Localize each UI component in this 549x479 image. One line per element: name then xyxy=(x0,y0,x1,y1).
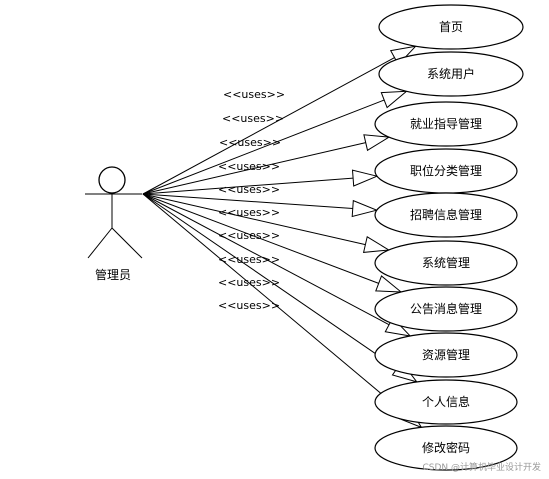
arrowhead xyxy=(351,199,379,218)
use-case-label: 修改密码 xyxy=(422,440,470,455)
association-line xyxy=(142,177,354,195)
uses-label: <<uses>> xyxy=(223,88,285,101)
connections xyxy=(142,45,423,429)
arrowhead xyxy=(380,90,409,109)
association-line xyxy=(142,193,390,326)
association-line xyxy=(142,99,385,195)
use-case-ellipse xyxy=(378,51,524,97)
use-case-label: 系统管理 xyxy=(422,255,470,270)
arrowhead xyxy=(362,236,391,253)
use-case-label: 就业指导管理 xyxy=(410,116,482,131)
uses-label: <<uses>> xyxy=(218,253,280,266)
use-case-ellipse xyxy=(378,4,524,50)
use-case-ellipse xyxy=(374,286,518,332)
actor-right-leg xyxy=(111,227,143,259)
use-case-ellipse xyxy=(374,101,518,147)
uses-label: <<uses>> xyxy=(222,112,284,125)
uses-label: <<uses>> xyxy=(218,206,280,219)
uses-label: <<uses>> xyxy=(218,229,280,242)
use-case-label: 资源管理 xyxy=(422,347,470,362)
actor-left-leg xyxy=(87,227,113,259)
use-case-ellipse xyxy=(374,192,518,238)
association-line xyxy=(142,193,379,284)
use-case-ellipse xyxy=(374,240,518,286)
use-case-label: 职位分类管理 xyxy=(410,163,482,178)
association-line xyxy=(142,57,395,195)
use-case-label: 个人信息 xyxy=(422,394,470,409)
uses-label: <<uses>> xyxy=(218,299,280,312)
use-case-label: 系统用户 xyxy=(427,66,475,81)
relationship-labels: <<uses>> <<uses>> <<uses>> <<uses>> <<uses>>… xyxy=(218,88,285,312)
use-case-label: 首页 xyxy=(439,20,463,34)
uses-label: <<uses>> xyxy=(218,183,280,196)
arrowhead xyxy=(351,169,379,187)
actor-head xyxy=(98,166,126,194)
uses-label: <<uses>> xyxy=(218,160,280,173)
association-line xyxy=(142,142,366,195)
use-case-ellipse xyxy=(374,425,518,471)
association-line xyxy=(142,193,353,209)
association-line xyxy=(142,193,398,369)
arrowhead xyxy=(375,275,403,293)
watermark: CSDN @计算机毕业设计开发 xyxy=(422,461,541,473)
association-line xyxy=(142,193,366,246)
use-case-label: 招聘信息管理 xyxy=(410,207,482,222)
actor-label: 管理员 xyxy=(95,267,131,282)
use-case-ellipse xyxy=(374,379,518,425)
actor-figure xyxy=(85,166,143,259)
use-case-label: 公告消息管理 xyxy=(410,301,482,316)
association-line xyxy=(142,193,404,413)
use-cases: 首页系统用户就业指导管理职位分类管理招聘信息管理系统管理公告消息管理资源管理个人… xyxy=(374,4,524,471)
uses-label: <<uses>> xyxy=(219,136,281,149)
arrowhead xyxy=(363,134,391,152)
uses-label: <<uses>> xyxy=(218,276,280,289)
use-case-ellipse xyxy=(374,332,518,378)
